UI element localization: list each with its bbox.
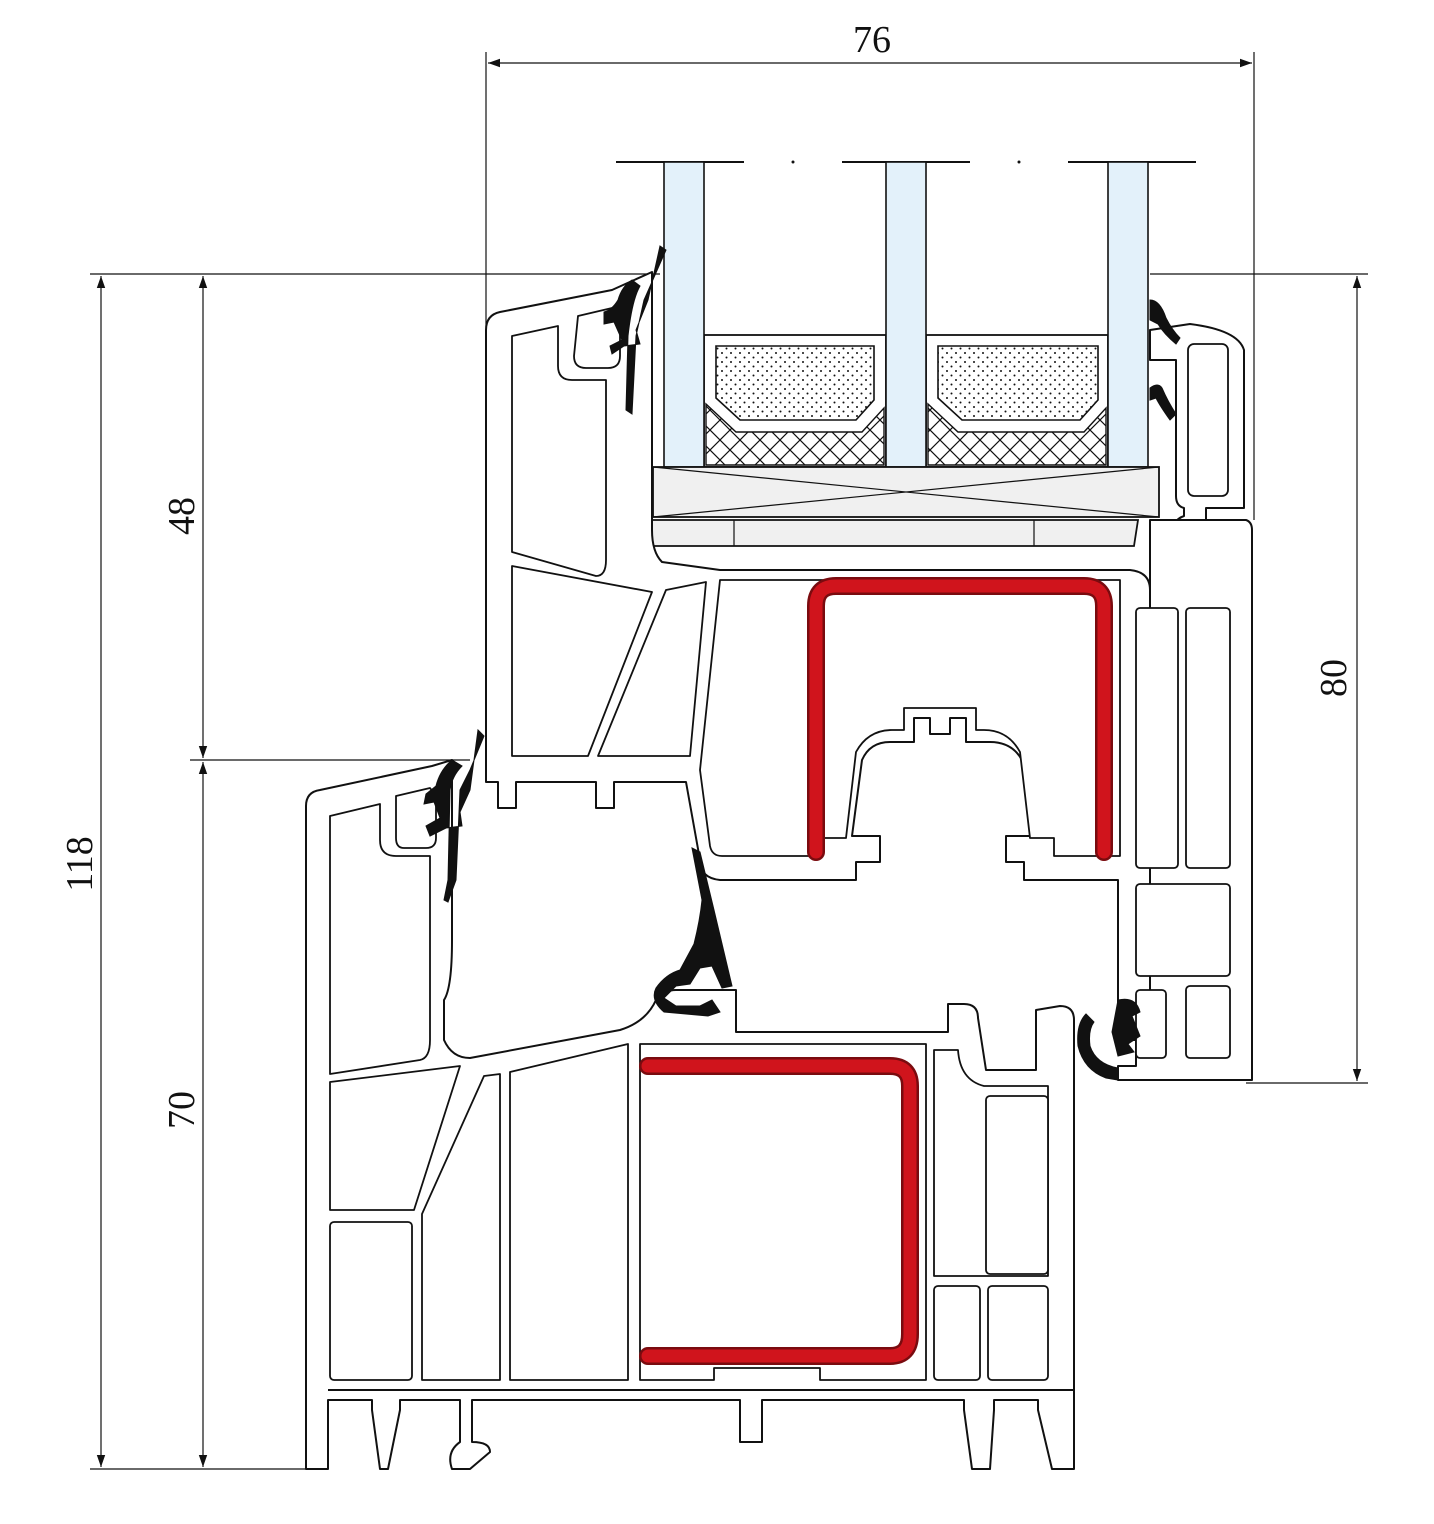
dimension-overall-width: 76 <box>485 19 1255 520</box>
frame-chamber-center <box>509 1043 629 1381</box>
sash-steel-reinforcement <box>807 577 1113 861</box>
dimension-sash-right-height: 80 <box>1150 273 1368 1084</box>
frame-chamber-upper-left <box>329 803 431 1075</box>
frame-chamber-right-a <box>985 1095 1049 1275</box>
sash-chamber-mid-right <box>699 579 1121 857</box>
glass-spacer-right <box>925 334 1109 468</box>
glass-pane-3 <box>1107 161 1149 468</box>
dimension-frame-height: 70 <box>161 762 208 1467</box>
triple-glazing-unit <box>616 160 1196 547</box>
frame-chamber-left-a <box>329 1065 461 1211</box>
glass-pane-1 <box>663 161 705 468</box>
glazing-block <box>626 466 1160 547</box>
frame-outer-gasket <box>1077 998 1141 1081</box>
dimension-label-70: 70 <box>161 1091 203 1129</box>
frame-chamber-right-c <box>987 1285 1049 1381</box>
center-seal-gasket <box>653 847 733 1017</box>
frame-chamber-left-c <box>329 1221 413 1381</box>
sash-right-chamber-2 <box>1185 607 1231 869</box>
sash-chamber-mid-center <box>597 581 707 757</box>
glazing-bead-chamber <box>1187 343 1229 497</box>
sash-right-chamber-4 <box>1135 989 1167 1059</box>
sash-right-chamber-1 <box>1135 607 1179 869</box>
frame-profile <box>305 759 1075 1470</box>
dimension-label-76: 76 <box>853 19 891 61</box>
sash-stop-gasket <box>423 728 485 903</box>
frame-steel-reinforcement <box>639 1057 919 1365</box>
dimension-label-118: 118 <box>59 836 101 892</box>
sash-chamber-mid-left <box>511 565 653 757</box>
dimension-overall-height: 118 <box>59 273 660 1470</box>
sash-right-frame-part <box>1117 519 1253 1081</box>
glass-spacer-left <box>703 334 887 468</box>
dimension-label-80: 80 <box>1313 659 1355 697</box>
frame-chamber-reinforcement <box>639 1043 927 1381</box>
glass-pane-2 <box>885 161 927 468</box>
glazing-gasket-left <box>603 245 667 415</box>
frame-chamber-left-b <box>421 1073 501 1381</box>
sash-right-chamber-5 <box>1185 985 1231 1059</box>
dimension-label-48: 48 <box>161 497 203 535</box>
frame-chamber-right-b <box>933 1285 981 1381</box>
dimension-sash-height: 48 <box>161 276 470 761</box>
sash-chamber-top <box>511 325 607 577</box>
sash-right-chamber-3 <box>1135 883 1231 977</box>
glazing-gasket-right <box>1149 299 1181 421</box>
